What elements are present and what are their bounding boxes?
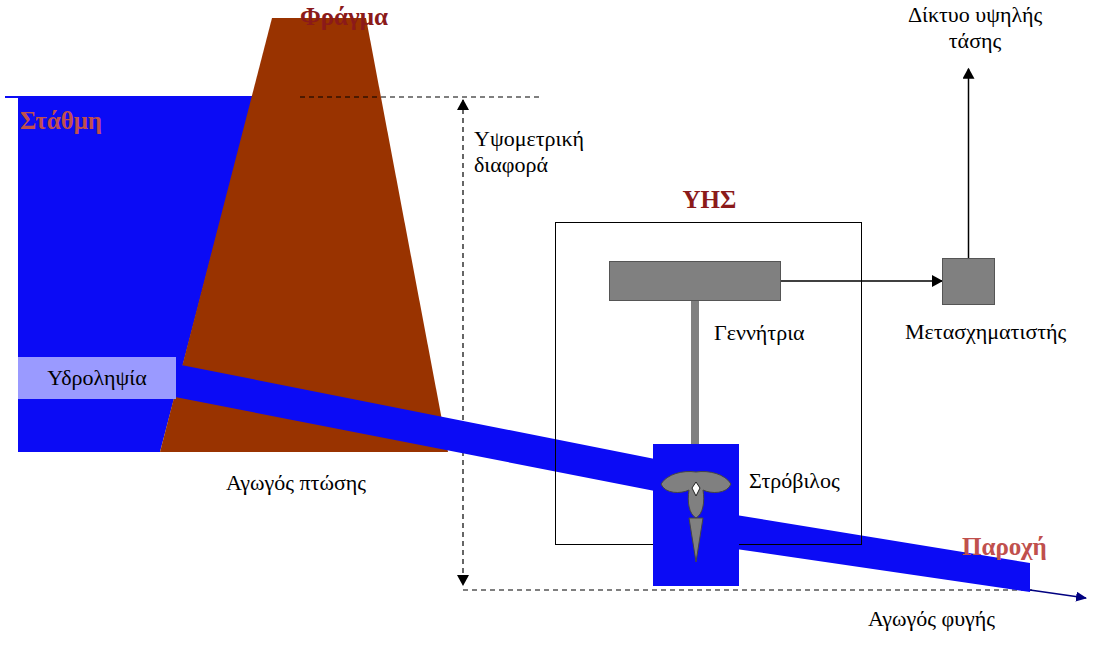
- height-difference-label: Υψομετρική διαφορά: [474, 126, 614, 179]
- outflow-arrow: [1030, 590, 1086, 598]
- transformer-box: Μετασχηματιστής: [942, 258, 995, 305]
- water-level-label: Στάθμη: [20, 106, 102, 136]
- level-dashed-line: [300, 96, 542, 97]
- height-dimension: [462, 100, 463, 585]
- generator-label: Γεννήτρια: [714, 320, 805, 346]
- power-station-box: ΥΗΣΓεννήτριαΣτρόβιλος: [555, 222, 862, 545]
- grid-node: Δίκτυο υψηλής τάσης: [893, 2, 1057, 69]
- tail-level-dashed-line: [463, 589, 1032, 590]
- turbine-shaft: [691, 301, 699, 444]
- discharge-label: Παροχή: [962, 532, 1047, 562]
- station-title: ΥΗΣ: [556, 185, 863, 215]
- dam-label: Φράγμα: [300, 2, 388, 32]
- turbine-label: Στρόβιλος: [749, 468, 840, 494]
- intake-label: Υδροληψία: [47, 365, 147, 391]
- penstock-label: Αγωγός πτώσης: [226, 470, 366, 496]
- grid-label: Δίκτυο υψηλής τάσης: [893, 2, 1057, 55]
- transformer-label: Μετασχηματιστής: [905, 319, 1066, 345]
- turbine-runner: [653, 444, 739, 586]
- intake-box: Υδροληψία: [18, 357, 176, 399]
- turbine-hub: [692, 482, 700, 496]
- tailrace-label: Αγωγός φυγής: [868, 606, 995, 632]
- grid-arrow: [968, 69, 970, 258]
- turbine-blades: [661, 472, 731, 563]
- turbine-box: Στρόβιλος: [653, 444, 739, 586]
- generator-box: Γεννήτρια: [609, 261, 781, 301]
- water-level-line: [5, 96, 253, 98]
